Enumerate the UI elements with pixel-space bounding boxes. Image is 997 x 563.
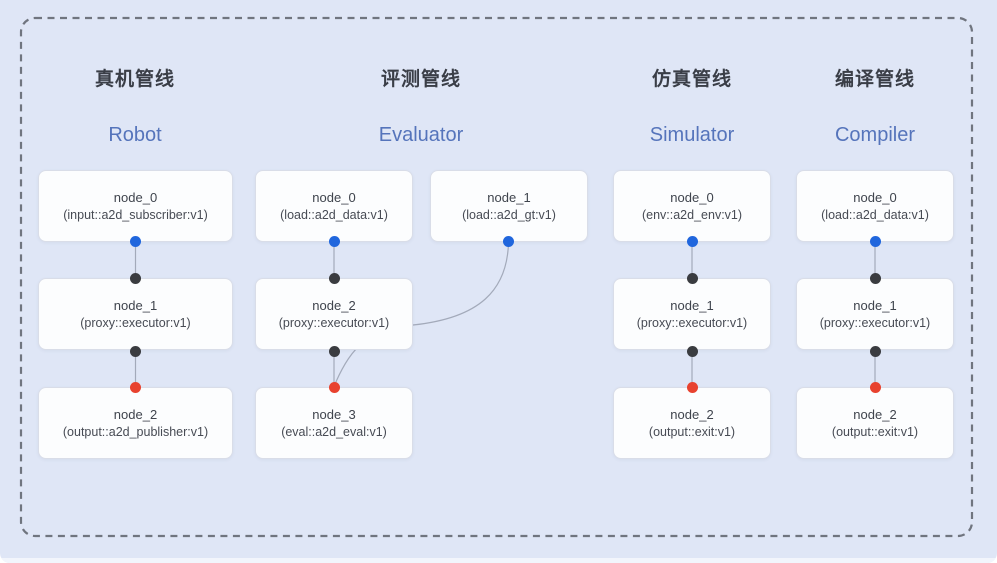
black-port-dot [686, 345, 698, 357]
blue-port-dot [130, 236, 141, 247]
node-type: (load::a2d_gt:v1) [462, 207, 556, 222]
black-port-dot [328, 345, 340, 357]
red-port-dot [328, 382, 340, 393]
node-name: node_0 [312, 189, 356, 205]
pipeline-subtitle-evaluator: Evaluator [378, 124, 464, 146]
red-port-dot [686, 382, 698, 393]
node-name: node_0 [670, 189, 714, 205]
node-card-eval-3: node_3 (eval::a2d_eval:v1) [255, 387, 413, 459]
node-type: (eval::a2d_eval:v1) [281, 424, 387, 439]
node-card-comp-2: node_2 (output::exit:v1) [796, 387, 954, 459]
node-name: node_3 [312, 406, 356, 422]
node-card-robot-0: node_0 (input::a2d_subscriber:v1) [38, 170, 233, 242]
red-port-dot [130, 382, 141, 393]
node-card-sim-0: node_0 (env::a2d_env:v1) [613, 170, 771, 242]
node-type: (proxy::executor:v1) [278, 315, 390, 330]
black-port-dot [328, 272, 340, 284]
node-name: node_0 [853, 189, 897, 205]
pipeline-subtitle-simulator: Simulator [649, 124, 735, 146]
blue-port-dot [869, 236, 881, 247]
node-type: (load::a2d_data:v1) [280, 207, 388, 222]
node-name: node_1 [487, 189, 531, 205]
blue-port-dot [503, 236, 514, 247]
node-type: (output::exit:v1) [831, 424, 919, 439]
node-card-sim-2: node_2 (output::exit:v1) [613, 387, 771, 459]
node-card-sim-1: node_1 (proxy::executor:v1) [613, 278, 771, 350]
node-type: (proxy::executor:v1) [636, 315, 748, 330]
node-name: node_2 [113, 406, 158, 422]
node-name: node_1 [113, 297, 158, 313]
black-port-dot [869, 345, 881, 357]
black-port-dot [686, 272, 698, 284]
node-card-comp-0: node_0 (load::a2d_data:v1) [796, 170, 954, 242]
black-port-dot [869, 272, 881, 284]
node-type: (output::exit:v1) [648, 424, 736, 439]
pipeline-title-simulator: 仿真管线 [651, 69, 732, 90]
pipeline-title-robot: 真机管线 [94, 69, 175, 90]
node-name: node_1 [853, 297, 897, 313]
node-name: node_0 [113, 189, 158, 205]
node-type: (load::a2d_data:v1) [821, 207, 929, 222]
pipeline-title-evaluator: 评测管线 [380, 69, 461, 90]
node-type: (proxy::executor:v1) [819, 315, 931, 330]
node-type: (input::a2d_subscriber:v1) [63, 207, 208, 222]
black-port-dot [130, 345, 141, 357]
node-card-eval-1: node_1 (load::a2d_gt:v1) [430, 170, 588, 242]
node-type: (proxy::executor:v1) [80, 315, 191, 330]
node-card-robot-1: node_1 (proxy::executor:v1) [38, 278, 233, 350]
red-port-dot [869, 382, 881, 393]
node-name: node_1 [670, 297, 714, 313]
canvas-bottom-edge [0, 558, 997, 563]
pipeline-title-compiler: 编译管线 [834, 69, 915, 90]
node-card-robot-2: node_2 (output::a2d_publisher:v1) [38, 387, 233, 459]
pipeline-subtitle-compiler: Compiler [834, 124, 916, 146]
black-port-dot [130, 272, 141, 284]
node-name: node_2 [853, 406, 897, 422]
dashed-frame [19, 16, 974, 538]
node-type: (env::a2d_env:v1) [641, 207, 743, 222]
blue-port-dot [328, 236, 340, 247]
node-card-eval-0: node_0 (load::a2d_data:v1) [255, 170, 413, 242]
node-name: node_2 [312, 297, 356, 313]
node-card-eval-2: node_2 (proxy::executor:v1) [255, 278, 413, 350]
node-card-comp-1: node_1 (proxy::executor:v1) [796, 278, 954, 350]
blue-port-dot [686, 236, 698, 247]
node-name: node_2 [670, 406, 714, 422]
pipeline-subtitle-robot: Robot [108, 124, 162, 146]
node-type: (output::a2d_publisher:v1) [62, 424, 209, 439]
edge-eval-1-3-curve [334, 242, 510, 385]
